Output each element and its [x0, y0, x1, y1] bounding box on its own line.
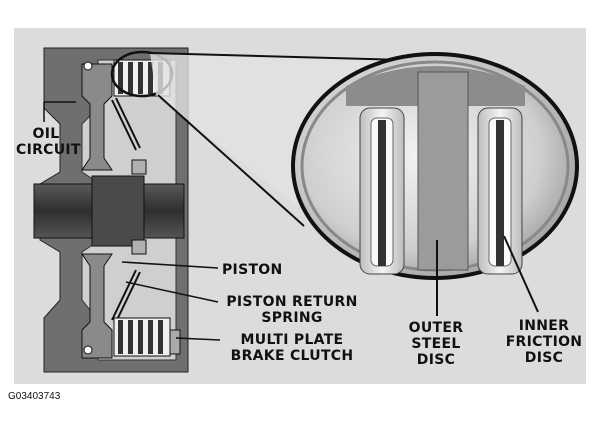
piston-return-spring-line2: SPRING: [261, 310, 323, 326]
multi-plate-line2: BRAKE CLUTCH: [230, 348, 354, 364]
oil-circuit-label-line1: OIL: [32, 126, 60, 142]
leader-piston-return-spring: [125, 281, 219, 303]
outer-steel-disc-label: OUTER STEEL DISC: [400, 320, 472, 368]
spring-retainer-lower: [131, 239, 147, 255]
inner-friction-disc-line3: DISC: [524, 350, 564, 366]
inner-friction-disc-left: [359, 107, 405, 275]
multi-plate-line1: MULTI PLATE: [240, 332, 344, 348]
multi-plate-brake-clutch-label: MULTI PLATE BRAKE CLUTCH: [222, 332, 362, 364]
leader-piston: [121, 261, 219, 269]
outer-steel-disc-line2: STEEL: [411, 336, 461, 352]
inner-friction-disc-line2: FRICTION: [505, 334, 583, 350]
return-spring-lower: [111, 269, 141, 323]
zoom-line-top: [149, 52, 406, 61]
shaft-hub: [91, 175, 145, 247]
inner-friction-disc-right: [477, 107, 523, 275]
piston-return-spring-label: PISTON RETURN SPRING: [222, 294, 362, 326]
leader-inner-friction-disc: [503, 235, 539, 313]
inner-friction-disc-label: INNER FRICTION DISC: [498, 318, 590, 366]
oil-port-upper: [83, 61, 93, 71]
zoom-line-bottom: [157, 94, 305, 227]
spring-retainer-upper: [131, 159, 147, 175]
outer-steel-disc-line1: OUTER: [408, 320, 464, 336]
piston-upper: [81, 63, 113, 171]
piston-return-spring-line1: PISTON RETURN: [226, 294, 358, 310]
leader-multi-plate-brake-clutch: [175, 337, 221, 341]
inner-friction-disc-line1: INNER: [518, 318, 570, 334]
return-spring-upper: [111, 97, 141, 151]
piston-label: PISTON: [222, 262, 283, 278]
piston-lower: [81, 253, 113, 359]
outer-steel-disc-shape: [417, 71, 469, 271]
clutch-pack-lower: [113, 317, 181, 357]
oil-circuit-label-line2: CIRCUIT: [16, 142, 81, 158]
outer-steel-disc-line3: DISC: [416, 352, 456, 368]
figure-code: G03403743: [8, 391, 61, 402]
oil-port-lower: [83, 345, 93, 355]
oil-circuit-label: OIL CIRCUIT: [16, 126, 81, 158]
